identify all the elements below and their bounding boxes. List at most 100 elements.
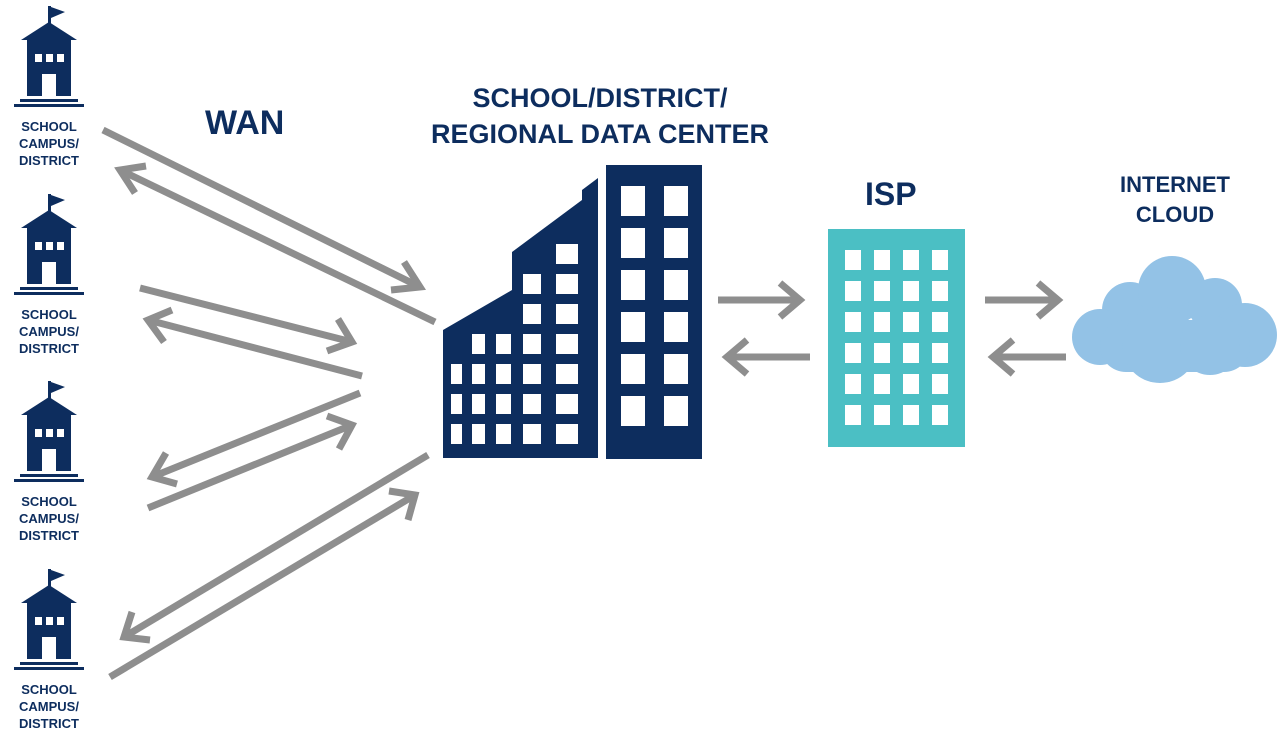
data-center-label-line1: SCHOOL/DISTRICT/ [472, 83, 728, 113]
school-label-4: SCHOOL CAMPUS/ DISTRICT [4, 681, 94, 732]
school-label-3: SCHOOL CAMPUS/ DISTRICT [4, 493, 94, 544]
window [664, 354, 688, 384]
window [845, 281, 861, 301]
school-4 [14, 569, 84, 670]
window [621, 312, 645, 342]
window [903, 312, 919, 332]
school-label-line2: CAMPUS/ [19, 136, 79, 151]
window [903, 250, 919, 270]
window [556, 274, 578, 294]
schoolhouse-icon [14, 6, 84, 107]
window [903, 405, 919, 425]
window [451, 364, 462, 384]
internet-cloud-label: INTERNET CLOUD [1100, 170, 1250, 230]
window [451, 394, 462, 414]
window [523, 424, 541, 444]
isp-arrows [718, 280, 810, 377]
window [932, 374, 948, 394]
window [556, 424, 578, 444]
cloud-icon [1072, 256, 1277, 383]
window [556, 334, 578, 354]
window [932, 250, 948, 270]
schoolhouse-icon [14, 381, 84, 482]
window [874, 250, 890, 270]
window [496, 424, 511, 444]
wan-arrow-school-4 [108, 451, 430, 681]
window [472, 334, 485, 354]
window [523, 364, 541, 384]
school-1 [14, 6, 84, 107]
window [523, 274, 541, 294]
window [664, 228, 688, 258]
school-label-line3: DISTRICT [19, 341, 79, 356]
school-label-line1: SCHOOL [21, 682, 77, 697]
window [664, 312, 688, 342]
school-label-line1: SCHOOL [21, 119, 77, 134]
window [664, 186, 688, 216]
window [472, 394, 485, 414]
office-building-icon [828, 229, 965, 447]
window [472, 364, 485, 384]
window [845, 312, 861, 332]
building-icon [443, 165, 702, 459]
wan-arrows [101, 126, 437, 681]
window [664, 396, 688, 426]
window [845, 405, 861, 425]
window [621, 354, 645, 384]
school-label-line1: SCHOOL [21, 307, 77, 322]
window [845, 343, 861, 363]
internet-cloud-label-line2: CLOUD [1135, 202, 1215, 227]
school-label-line3: DISTRICT [19, 153, 79, 168]
window [472, 424, 485, 444]
school-label-line3: DISTRICT [19, 528, 79, 543]
window [523, 334, 541, 354]
window [874, 312, 890, 332]
window [874, 343, 890, 363]
school-label-line2: CAMPUS/ [19, 699, 79, 714]
window [523, 304, 541, 324]
data-center-label-line2: REGIONAL DATA CENTER [430, 119, 769, 149]
window [874, 405, 890, 425]
wan-arrow-school-3 [146, 389, 362, 512]
window [556, 364, 578, 384]
window [451, 424, 462, 444]
window [556, 304, 578, 324]
window [903, 343, 919, 363]
school-label-line2: CAMPUS/ [19, 324, 79, 339]
window [496, 364, 511, 384]
school-label-2: SCHOOL CAMPUS/ DISTRICT [4, 306, 94, 357]
window [556, 244, 578, 264]
school-label-line2: CAMPUS/ [19, 511, 79, 526]
window [932, 312, 948, 332]
window [845, 250, 861, 270]
school-label-line1: SCHOOL [21, 494, 77, 509]
window [932, 343, 948, 363]
window [874, 374, 890, 394]
isp-label: ISP [865, 176, 917, 212]
window [845, 374, 861, 394]
window [621, 270, 645, 300]
window [556, 394, 578, 414]
window [932, 281, 948, 301]
schoolhouse-icon [14, 569, 84, 670]
window [932, 405, 948, 425]
window [903, 281, 919, 301]
school-3 [14, 381, 84, 482]
wan-arrow-school-1 [101, 126, 437, 326]
wan-label: WAN [205, 104, 285, 142]
window [621, 186, 645, 216]
schoolhouse-icon [14, 194, 84, 295]
window [621, 228, 645, 258]
window [496, 334, 511, 354]
data-center-label: SCHOOL/DISTRICT/ REGIONAL DATA CENTER [400, 80, 800, 152]
school-label-1: SCHOOL CAMPUS/ DISTRICT [4, 118, 94, 169]
school-2 [14, 194, 84, 295]
window [903, 374, 919, 394]
window [523, 394, 541, 414]
window [496, 394, 511, 414]
wan-arrow-school-2 [139, 284, 363, 380]
window [621, 396, 645, 426]
window [664, 270, 688, 300]
window [874, 281, 890, 301]
